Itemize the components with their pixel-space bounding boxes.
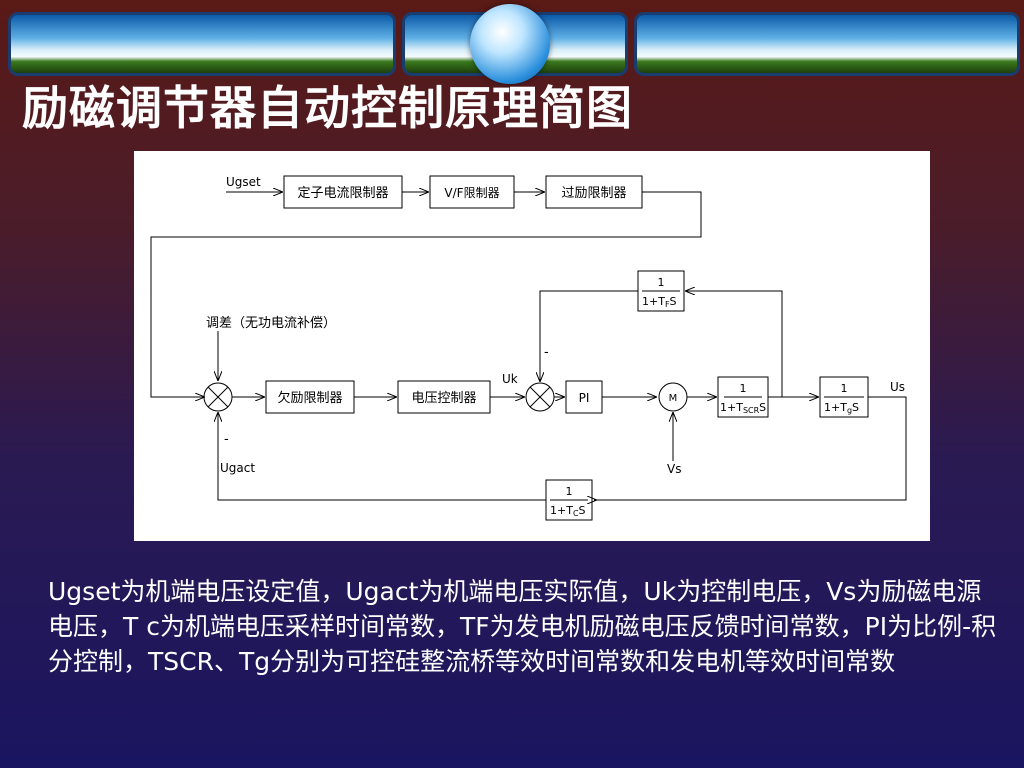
block-pi: PI (579, 391, 590, 405)
label-droop: 调差（无功电流补偿） (206, 316, 336, 331)
tc-denominator: 1+TCS (550, 504, 586, 518)
label-minus-ugact: - (224, 432, 229, 447)
block-voltage-controller: 电压控制器 (411, 391, 476, 406)
globe-icon (470, 4, 550, 84)
block-multiplier: M (669, 393, 678, 404)
label-ugact: Ugact (220, 461, 255, 475)
tf-numerator: 1 (658, 276, 665, 289)
slide-title: 励磁调节器自动控制原理简图 (22, 81, 633, 135)
tg-denominator: 1+TgS (824, 401, 859, 415)
label-vs: Vs (667, 462, 681, 476)
tscr-denominator: 1+TSCRS (720, 401, 766, 415)
label-minus-tf: - (544, 345, 549, 360)
label-ugset: Ugset (226, 175, 261, 189)
slide-caption: Ugset为机端电压设定值，Ugact为机端电压实际值，Uk为控制电压，Vs为励… (48, 577, 997, 676)
block-vf-limiter: V/F限制器 (444, 186, 499, 200)
tc-numerator: 1 (566, 485, 573, 498)
block-under-excitation-limiter: 欠励限制器 (277, 390, 342, 406)
header-banner-right (634, 12, 1020, 76)
tg-numerator: 1 (841, 382, 848, 395)
label-us: Us (890, 380, 905, 394)
control-diagram: Ugset 定子电流限制器 V/F限制器 过励限制器 调差（无功电流补偿） 欠励… (134, 151, 930, 541)
header-banner-left (8, 12, 396, 76)
tscr-numerator: 1 (740, 382, 747, 395)
label-uk: Uk (502, 372, 518, 386)
tf-denominator: 1+TFS (642, 295, 677, 309)
block-stator-limiter: 定子电流限制器 (297, 186, 388, 201)
block-over-excitation-limiter: 过励限制器 (561, 186, 626, 201)
diagram-svg: Ugset 定子电流限制器 V/F限制器 过励限制器 调差（无功电流补偿） 欠励… (150, 175, 907, 521)
